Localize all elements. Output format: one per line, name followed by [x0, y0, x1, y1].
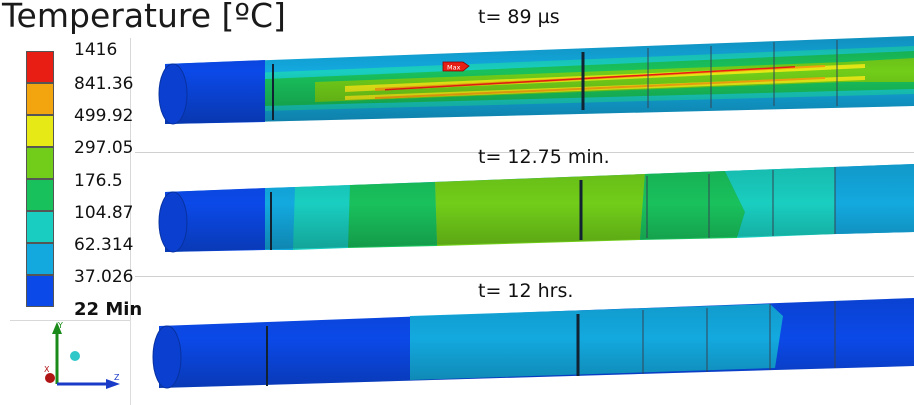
legend-swatch-4 [26, 147, 54, 179]
time-label-2: t= 12.75 min. [478, 146, 610, 168]
time-label-3: t= 12 hrs. [478, 280, 574, 302]
rod-contour-3 [152, 298, 914, 389]
x-axis-label: X [44, 365, 50, 374]
rod-end-cap [152, 325, 182, 389]
legend-swatch-8 [26, 275, 54, 307]
axis-triad: Y Z X [44, 321, 120, 389]
legend-swatch-5 [26, 179, 54, 211]
rod-end-cap [158, 63, 188, 125]
legend-swatch-6 [26, 211, 54, 243]
legend-label-4: 297.05 [74, 138, 134, 158]
legend-label-2: 841.36 [74, 74, 134, 94]
legend-label-3: 499.92 [74, 106, 134, 126]
color-legend: 1416 841.36 499.92 297.05 176.5 104.87 6… [10, 38, 142, 321]
legend-swatch-1 [26, 51, 54, 83]
panel-separator [135, 276, 914, 277]
max-marker-label: Max [447, 64, 461, 72]
z-axis-label: Z [114, 373, 120, 382]
legend-label-8: 37.026 [74, 267, 134, 287]
x-axis-dot [45, 373, 55, 383]
time-label-1: t= 89 µs [478, 6, 560, 28]
legend-label-min: 22 Min [74, 299, 143, 320]
rod-contour-2 [158, 164, 914, 253]
plot-title: Temperature [ºC] [2, 0, 286, 35]
view-sphere [70, 351, 80, 361]
panel-separator [135, 152, 914, 153]
y-axis-label: Y [57, 321, 63, 330]
frame-divider [130, 320, 131, 405]
legend-swatch-7 [26, 243, 54, 275]
legend-label-5: 176.5 [74, 171, 123, 191]
rod-end-cap [158, 191, 188, 253]
legend-label-1: 1416 [74, 40, 118, 60]
legend-swatch-3 [26, 115, 54, 147]
legend-swatch-2 [26, 83, 54, 115]
max-marker [442, 61, 470, 72]
rod-contour-1: Max [158, 36, 914, 125]
legend-label-7: 62.314 [74, 235, 134, 255]
legend-label-6: 104.87 [74, 203, 134, 223]
